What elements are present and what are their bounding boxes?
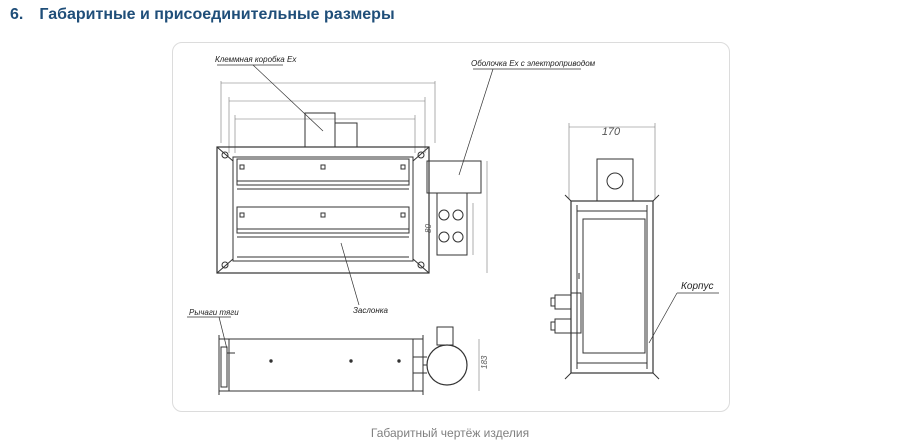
front-view: 80 Клеммная коробка Ex Оболочка Ex с эле…: [215, 55, 596, 315]
dimension-bottom-height: 183: [480, 355, 489, 369]
section-header: 6. Габаритные и присоединительные размер…: [10, 6, 395, 24]
section-title: Габаритные и присоединительные размеры: [39, 6, 395, 23]
label-housing: Корпус: [681, 281, 714, 292]
label-levers: Рычаги тяги: [189, 308, 239, 317]
label-terminal-box: Клеммная коробка Ex: [215, 55, 297, 64]
bottom-view: 183 Рычаги тяги: [187, 308, 489, 395]
side-view: 170 Корпус: [550, 123, 719, 380]
section-number: 6.: [10, 6, 24, 23]
figure-caption: Габаритный чертёж изделия: [370, 426, 530, 440]
label-enclosure: Оболочка Ex с электроприводом: [471, 59, 596, 68]
technical-drawing: 80 Клеммная коробка Ex Оболочка Ex с эле…: [172, 42, 730, 412]
drawing-canvas: 80 Клеммная коробка Ex Оболочка Ex с эле…: [187, 55, 719, 395]
label-damper: Заслонка: [353, 306, 389, 315]
dimension-side-width: 170: [602, 126, 621, 138]
dimension-vertical-offset: 80: [424, 224, 433, 233]
